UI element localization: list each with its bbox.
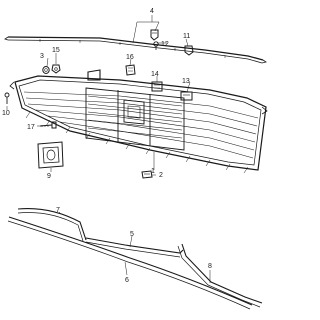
callout-13: 13	[182, 78, 190, 85]
screw-10	[4, 92, 10, 104]
retainer-14	[151, 81, 163, 92]
upper-molding-strip	[4, 36, 267, 64]
callout-5: 5	[130, 231, 134, 238]
callout-labels: 4 12 11 3 15 16 14 13 10 17 1 2 9 7 5 8 …	[2, 8, 212, 284]
callout-12: 12	[161, 41, 169, 48]
callout-6: 6	[125, 277, 129, 284]
callout-14: 14	[151, 71, 159, 78]
molding-5	[85, 237, 184, 258]
callout-16: 16	[126, 54, 134, 61]
callout-4: 4	[150, 8, 154, 15]
callout-7: 7	[56, 207, 60, 214]
clip-16	[125, 64, 136, 76]
molding-7	[17, 208, 87, 242]
molding-8	[177, 243, 263, 308]
lower-molding-6	[7, 216, 253, 310]
clip-2	[141, 170, 153, 179]
callout-3: 3	[40, 53, 44, 60]
callout-9: 9	[47, 173, 51, 180]
callout-15: 15	[52, 47, 60, 54]
nut-15	[51, 64, 61, 74]
callout-11: 11	[183, 33, 190, 40]
emblem-bracket-9	[37, 141, 64, 169]
clip-12	[150, 29, 159, 41]
callout-8: 8	[208, 263, 212, 270]
grille-body	[9, 69, 268, 174]
callout-1: 1	[151, 168, 155, 175]
callout-17: 17	[27, 124, 35, 131]
clip-nut-11	[184, 45, 194, 56]
callout-2: 2	[159, 172, 163, 179]
callout-10: 10	[2, 110, 10, 117]
screw-4	[153, 41, 159, 50]
bolt-17	[39, 121, 57, 129]
grommet-3	[42, 66, 50, 74]
leader-lines	[6, 15, 211, 283]
bracket-13	[180, 91, 193, 101]
grille-exploded-diagram: 4 12 11 3 15 16 14 13 10 17 1 2 9 7 5 8 …	[2, 8, 268, 310]
